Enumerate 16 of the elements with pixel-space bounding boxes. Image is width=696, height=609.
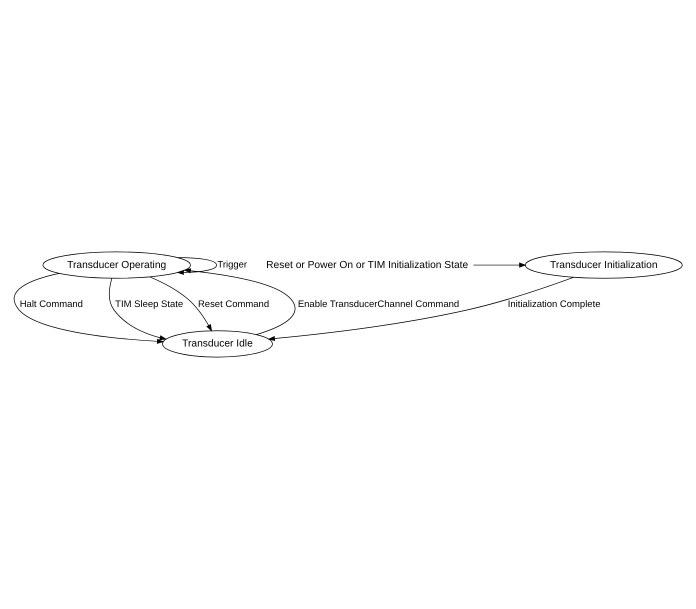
- arrow: [473, 262, 526, 268]
- edge-label: TIM Sleep State: [115, 298, 184, 310]
- arrow: [150, 276, 212, 332]
- edge-label: Trigger: [217, 260, 248, 271]
- arrow: [184, 268, 296, 335]
- node-ellipse: Transducer Idle: [162, 330, 273, 358]
- edge-label: Halt Command: [20, 298, 83, 310]
- arrow: [14, 273, 164, 344]
- arrow: [176, 257, 217, 275]
- node-text: Reset or Power On or TIM Initialization State: [266, 260, 468, 271]
- edge-label: Initialization Complete: [508, 298, 601, 310]
- edge-label: Reset Command: [198, 298, 270, 310]
- arrow: [108, 278, 167, 340]
- node-ellipse: Transducer Initialization: [524, 252, 683, 279]
- edge-label: Enable TransducerChannel Command: [298, 298, 460, 310]
- arrow: [268, 276, 574, 342]
